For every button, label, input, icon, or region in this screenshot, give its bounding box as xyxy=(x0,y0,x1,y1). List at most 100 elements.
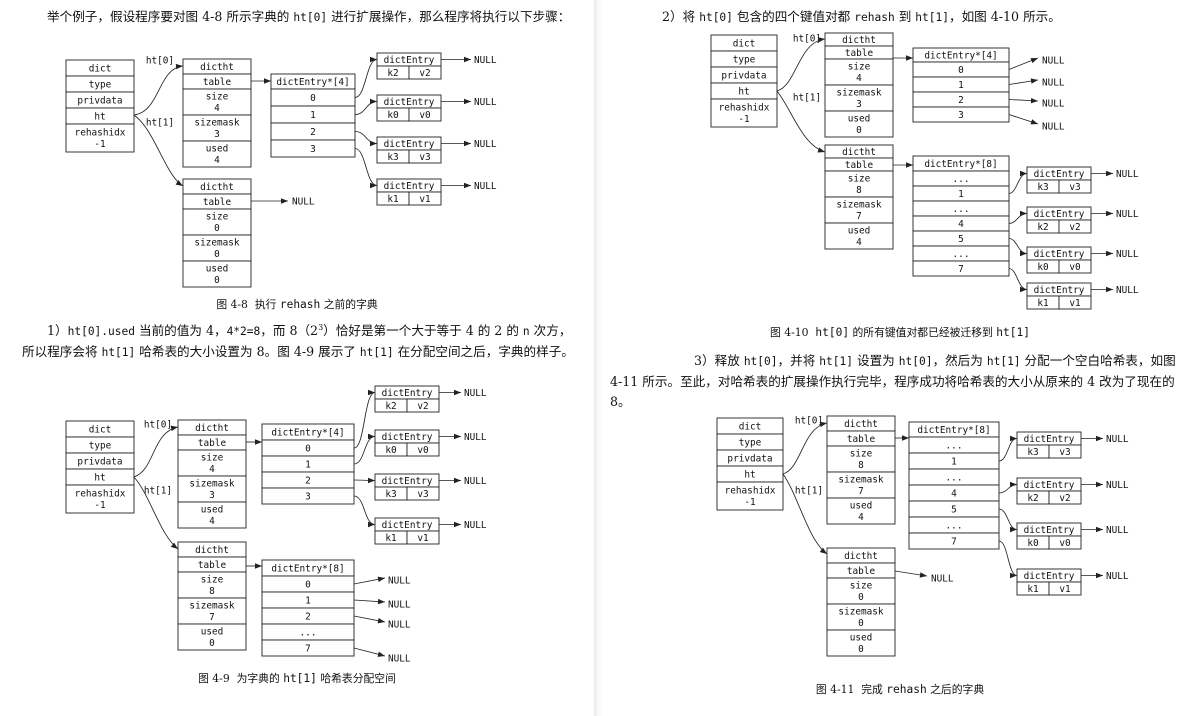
dict-entry-title: dictEntry xyxy=(384,55,435,66)
dict-entry-title: dictEntry xyxy=(1024,525,1075,536)
slot-pointer-head xyxy=(370,56,377,63)
dictht-1-label: dictht xyxy=(200,182,234,193)
dictht-1-label: table xyxy=(203,197,232,208)
dict-entry-null: NULL xyxy=(474,55,497,66)
dictht-1-label: sizemask xyxy=(189,601,235,612)
dict-entry-title: dictEntry xyxy=(1034,169,1085,180)
dict-entry-next-arrow-head xyxy=(464,56,471,63)
dict-entry-array-8-label: ... xyxy=(300,627,317,638)
slot-null-pointer-head xyxy=(1030,58,1038,64)
dict-entry-value: v1 xyxy=(417,533,429,544)
dictht-1-label: dictht xyxy=(844,551,878,562)
dictht-1-label: sizemask xyxy=(838,607,884,618)
code: ht[0].used xyxy=(67,325,135,338)
text: 3）释放 xyxy=(694,353,744,368)
dict-entry-null: NULL xyxy=(474,139,497,150)
dictht-0-label: 8 xyxy=(858,460,864,471)
dict-entry-key: k1 xyxy=(1027,584,1039,595)
dict-entry-array-8-label: 7 xyxy=(305,643,311,654)
text: ）恰好是第一个大于等于 4 的 2 的 xyxy=(323,323,523,338)
dict-entry-value-cell xyxy=(408,191,442,206)
dictht-1-cell xyxy=(182,234,252,262)
dict-entry-null: NULL xyxy=(464,476,487,487)
dict-struct-cell xyxy=(716,481,784,511)
null-label: NULL xyxy=(1042,98,1065,109)
dict-entry-value: v0 xyxy=(419,110,431,121)
dict-entry-title: dictEntry xyxy=(1024,571,1075,582)
dictht-0-label: sizemask xyxy=(836,88,882,99)
ht1-pointer-head xyxy=(819,547,827,554)
ht1-pointer xyxy=(776,90,826,153)
text: 完成 xyxy=(861,683,887,696)
text: 举个例子，假设程序要对图 4-8 所示字典的 xyxy=(47,9,294,24)
dict-entry-array-8-label: 5 xyxy=(958,234,964,245)
step-2-paragraph: 2）将 ht[0] 包含的四个键值对都 rehash 到 ht[1]，如图 4-… xyxy=(626,7,1178,28)
slot-null-pointer-head xyxy=(377,651,385,657)
dict-entry-value: v0 xyxy=(1059,538,1071,549)
dict-entry-null: NULL xyxy=(1116,209,1139,220)
text: ，然后为 xyxy=(932,353,987,368)
dict-struct-label: -1 xyxy=(744,497,756,508)
dict-entry-key: k1 xyxy=(387,194,399,205)
dict-entry-value-cell xyxy=(408,65,442,80)
dict-entry-null: NULL xyxy=(464,432,487,443)
dict-entry-null: NULL xyxy=(1106,571,1129,582)
ht0-label: ht[0] xyxy=(793,33,821,44)
ht1-label: ht[1] xyxy=(146,117,174,128)
text: 进行扩展操作，那么程序将执行以下步骤： xyxy=(327,9,571,24)
ht0-pointer-head xyxy=(170,425,178,431)
intro-paragraph: 举个例子，假设程序要对图 4-8 所示字典的 ht[0] 进行扩展操作，那么程序… xyxy=(22,7,574,28)
dict-entry-next-arrow-head xyxy=(464,140,471,147)
step-3-paragraph: 3）释放 ht[0]，并将 ht[1] 设置为 ht[0]，然后为 ht[1] … xyxy=(610,351,1190,412)
superscript: 3 xyxy=(318,322,324,332)
slot-null-pointer-head xyxy=(377,598,385,605)
text: 之后的字典 xyxy=(926,683,985,696)
dictht-0-label: dictht xyxy=(195,423,229,434)
dict-entry-value: v3 xyxy=(1059,447,1070,458)
text: 到 xyxy=(894,9,916,24)
dict-entry-value-cell xyxy=(1058,179,1092,194)
code: ht[0] xyxy=(815,326,850,339)
dictht-1-label: 0 xyxy=(858,644,864,655)
dictht-0-label: size xyxy=(206,92,229,103)
ht0-pointer xyxy=(133,426,179,478)
dictht-1-label: dictht xyxy=(195,545,229,556)
dict-entry-title: dictEntry xyxy=(382,520,433,531)
dictht-0-label: 4 xyxy=(214,155,220,166)
null-label: NULL xyxy=(388,619,411,630)
dict-entry-next-arrow-head xyxy=(454,389,461,396)
null-label: NULL xyxy=(388,575,411,586)
dict-entry-null: NULL xyxy=(474,97,497,108)
dictht-0-cell xyxy=(177,475,247,503)
text: ，而 8（2 xyxy=(260,323,319,338)
dict-struct-label: dict xyxy=(89,424,112,435)
code: ht[0] xyxy=(699,11,733,24)
text: 设置为 xyxy=(852,353,899,368)
dictht-0-cell xyxy=(177,501,247,529)
dict-entry-array-8-label: 1 xyxy=(305,595,311,606)
table0-pointer-head xyxy=(902,435,909,441)
dictht-0-label: table xyxy=(203,77,232,88)
code: rehash xyxy=(886,683,927,696)
dict-entry-next-arrow-head xyxy=(454,521,461,528)
dict-entry-null: NULL xyxy=(464,388,487,399)
ht1-label: ht[1] xyxy=(793,92,821,103)
dictht-0-label: sizemask xyxy=(189,479,235,490)
dictht-1-label: 0 xyxy=(214,223,220,234)
dictht-1-label: used xyxy=(206,264,229,275)
text: ，如图 4-10 所示。 xyxy=(948,9,1061,24)
null-label: NULL xyxy=(388,599,411,610)
ht0-label: ht[0] xyxy=(144,419,172,430)
dictht-0-label: table xyxy=(198,438,227,449)
dict-entry-title: dictEntry xyxy=(1024,480,1075,491)
dict-entry-next-arrow-head xyxy=(454,477,461,484)
caption-number: 图 4-8 xyxy=(216,298,248,311)
ht1-pointer xyxy=(133,476,179,550)
dictht-1-cell xyxy=(826,577,896,605)
dictht-1-label: used xyxy=(850,633,873,644)
dict-entry-array-8-label: 1 xyxy=(951,456,957,467)
code: ht[0] xyxy=(898,355,933,368)
dictht-0-label: 3 xyxy=(214,129,220,140)
null-label: NULL xyxy=(388,653,411,664)
dict-entry-array-4-label: 2 xyxy=(958,95,964,106)
